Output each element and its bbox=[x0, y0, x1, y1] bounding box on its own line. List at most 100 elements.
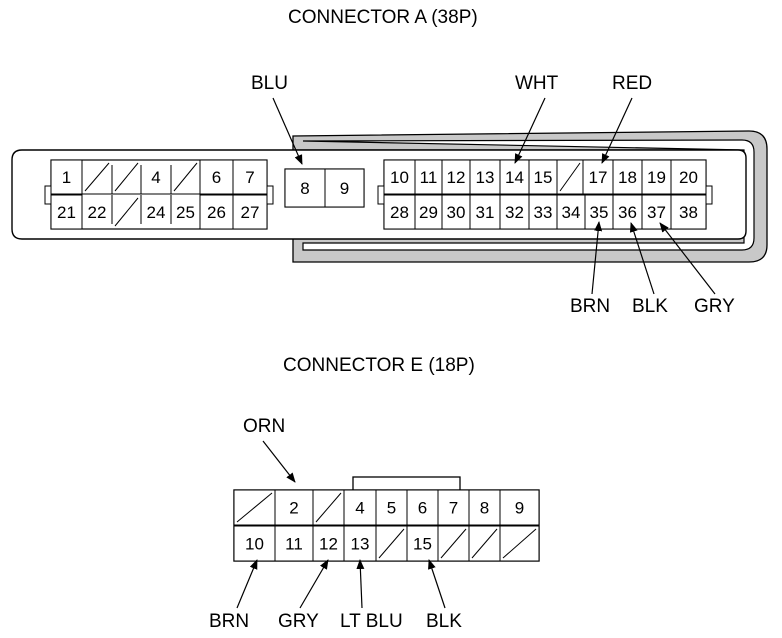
pin-a-top-5: 6 bbox=[199, 159, 234, 195]
pin-number: 30 bbox=[447, 203, 466, 222]
pin-number: 29 bbox=[419, 203, 438, 222]
pin-a-top-18: 19 bbox=[641, 159, 672, 195]
wire-label-orn: ORN bbox=[243, 416, 286, 437]
pin-number: 37 bbox=[647, 203, 666, 222]
pin-number: 18 bbox=[618, 168, 637, 187]
pin-number: 11 bbox=[285, 535, 303, 554]
pin-a-bottom-11: 32 bbox=[499, 194, 530, 230]
pin-number: 6 bbox=[418, 499, 427, 518]
leader-lines bbox=[236, 97, 716, 609]
pin-number: 9 bbox=[340, 179, 349, 198]
pin-e-top-3: 4 bbox=[343, 489, 377, 526]
pin-number: 5 bbox=[387, 499, 396, 518]
pin-e-bottom-3: 13 bbox=[343, 525, 377, 562]
connector-a-title: CONNECTOR A (38P) bbox=[288, 7, 478, 28]
arrow-orn bbox=[262, 440, 296, 483]
pin-a-bottom-12: 33 bbox=[528, 194, 558, 230]
pin-number: 14 bbox=[505, 168, 524, 187]
pin-number: 10 bbox=[390, 168, 409, 187]
pin-e-top-1: 2 bbox=[274, 489, 314, 526]
pin-number: 7 bbox=[449, 499, 458, 518]
pin-e-bottom-7 bbox=[468, 525, 501, 562]
arrow-blu bbox=[272, 97, 303, 165]
pin-number: 24 bbox=[147, 203, 166, 222]
pin-a-top-14: 15 bbox=[528, 159, 558, 195]
pin-e-top-5: 6 bbox=[406, 489, 439, 526]
pin-a-bottom-3: 24 bbox=[147, 203, 166, 222]
pin-number: 12 bbox=[319, 535, 338, 554]
pin-a-top-16: 17 bbox=[582, 159, 614, 195]
wire-label-gry-e: GRY bbox=[278, 611, 319, 632]
pin-a-top-1 bbox=[84, 162, 110, 192]
pin-e-top-2 bbox=[312, 489, 345, 526]
pin-number: 6 bbox=[212, 168, 221, 187]
pin-a-bottom-14: 35 bbox=[584, 194, 614, 230]
pin-number: 10 bbox=[245, 535, 264, 554]
pin-number: 34 bbox=[562, 203, 581, 222]
pin-number: 15 bbox=[413, 535, 432, 554]
pin-a-bottom-10: 31 bbox=[469, 194, 501, 230]
pin-a-top-13: 14 bbox=[499, 159, 530, 195]
pin-e-top-4: 5 bbox=[375, 489, 408, 526]
pin-number: 17 bbox=[589, 168, 608, 187]
pin-number: 20 bbox=[679, 168, 698, 187]
pin-a-top-8: 9 bbox=[324, 168, 365, 208]
pin-a-bottom-8: 29 bbox=[414, 194, 443, 230]
pin-a-top-9: 10 bbox=[383, 159, 416, 195]
pin-a-bottom-17: 38 bbox=[670, 194, 707, 230]
arrow-blk-e bbox=[428, 559, 446, 609]
arrow-brn bbox=[591, 221, 603, 295]
pin-number: 4 bbox=[151, 168, 160, 187]
pin-a-top-12: 13 bbox=[469, 159, 501, 195]
pin-number: 25 bbox=[176, 203, 195, 222]
pin-number: 7 bbox=[245, 168, 254, 187]
pin-number: 1 bbox=[62, 168, 71, 187]
pin-a-bottom-2 bbox=[114, 197, 139, 227]
wire-label-lt-blu: LT BLU bbox=[340, 611, 403, 632]
pin-a-top-3: 4 bbox=[151, 168, 160, 187]
pin-number: 4 bbox=[355, 499, 364, 518]
connector-e-title: CONNECTOR E (18P) bbox=[283, 355, 475, 376]
wire-label-blu: BLU bbox=[251, 73, 288, 94]
pin-e-bottom-8 bbox=[499, 525, 540, 562]
arrow-blk bbox=[629, 222, 655, 295]
pin-a-bottom-6: 27 bbox=[232, 194, 268, 230]
pin-e-bottom-1: 11 bbox=[274, 525, 314, 562]
pin-a-top-15 bbox=[556, 159, 584, 195]
pin-a-top-4 bbox=[173, 162, 198, 192]
pin-number: 2 bbox=[289, 499, 298, 518]
pin-e-top-7: 8 bbox=[468, 489, 501, 526]
pin-number: 35 bbox=[590, 203, 609, 222]
pin-a-bottom-0: 21 bbox=[50, 194, 83, 230]
pin-a-bottom-4: 25 bbox=[176, 203, 195, 222]
pin-number: 19 bbox=[647, 168, 666, 187]
pin-a-top-10: 11 bbox=[414, 159, 443, 195]
pin-e-bottom-4 bbox=[375, 525, 408, 562]
pin-e-top-6: 7 bbox=[437, 489, 470, 526]
pin-e-bottom-2: 12 bbox=[312, 525, 345, 562]
arrow-lt-blu bbox=[356, 559, 365, 609]
pin-number: 8 bbox=[300, 179, 309, 198]
arrow-brn-e bbox=[236, 559, 258, 609]
pin-a-bottom-1: 22 bbox=[88, 203, 107, 222]
pin-number: 15 bbox=[534, 168, 553, 187]
pin-a-top-2 bbox=[114, 162, 139, 192]
arrow-gry bbox=[659, 222, 716, 295]
pin-a-top-6: 7 bbox=[232, 159, 268, 195]
pin-e-bottom-5: 15 bbox=[406, 525, 439, 562]
pin-a-top-0: 1 bbox=[50, 159, 83, 195]
pin-number: 9 bbox=[515, 499, 524, 518]
pin-e-bottom-6 bbox=[437, 525, 470, 562]
pin-a-bottom-15: 36 bbox=[612, 194, 643, 230]
pin-number: 13 bbox=[476, 168, 495, 187]
pin-number: 32 bbox=[505, 203, 524, 222]
pin-number: 28 bbox=[390, 203, 409, 222]
wire-label-brn: BRN bbox=[570, 296, 611, 317]
wire-label-blk-e: BLK bbox=[426, 611, 462, 632]
pin-e-bottom-0: 10 bbox=[233, 525, 276, 562]
pin-a-bottom-16: 37 bbox=[641, 194, 672, 230]
pin-number: 22 bbox=[88, 203, 107, 222]
arrow-wht bbox=[514, 97, 546, 164]
